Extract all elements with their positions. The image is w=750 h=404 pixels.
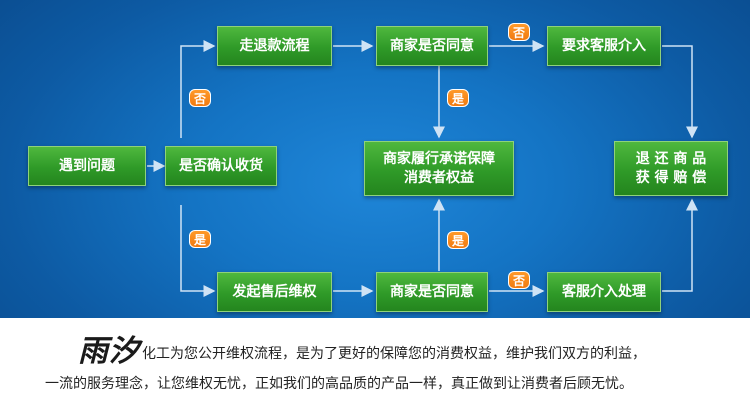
caption-line-1: 化工为您公开维权流程，是为了更好的保障您的消费权益，维护我们双方的利益，	[142, 346, 646, 362]
box-after-sale: 发起售后维权	[217, 272, 332, 312]
box-merchant-agree-bottom: 商家是否同意	[376, 272, 488, 312]
brand-name: 雨汐	[78, 334, 140, 369]
arrow-confirm-to-refund	[180, 40, 216, 138]
badge-no-refund: 否	[189, 89, 211, 107]
arrow-confirm-to-after-sale	[180, 205, 216, 297]
badge-no-top: 否	[508, 23, 530, 41]
badge-yes-top: 是	[447, 89, 469, 107]
box-cs-handle: 客服介入处理	[547, 272, 661, 312]
arrow-cs-to-return	[662, 45, 698, 139]
arrow-cs-handle-to-return	[662, 198, 698, 292]
box-problem: 遇到问题	[28, 146, 146, 186]
caption-line-2: 一流的服务理念，让您维权无忧，正如我们的高品质的产品一样，真正做到让消费者后顾无…	[45, 376, 633, 392]
box-refund-process: 走退款流程	[217, 26, 332, 66]
box-merchant-agree-top: 商家是否同意	[376, 26, 488, 66]
box-return-compensate: 退 还 商 品 获 得 赔 偿	[614, 141, 728, 196]
badge-yes-after: 是	[189, 230, 211, 248]
box-confirm-receipt: 是否确认收货	[165, 146, 277, 186]
box-request-cs: 要求客服介入	[547, 26, 661, 66]
badge-no-bottom: 否	[508, 271, 530, 289]
box-merchant-guarantee: 商家履行承诺保障 消费者权益	[364, 141, 514, 196]
badge-yes-bottom: 是	[447, 231, 469, 249]
caption-area	[0, 318, 750, 404]
